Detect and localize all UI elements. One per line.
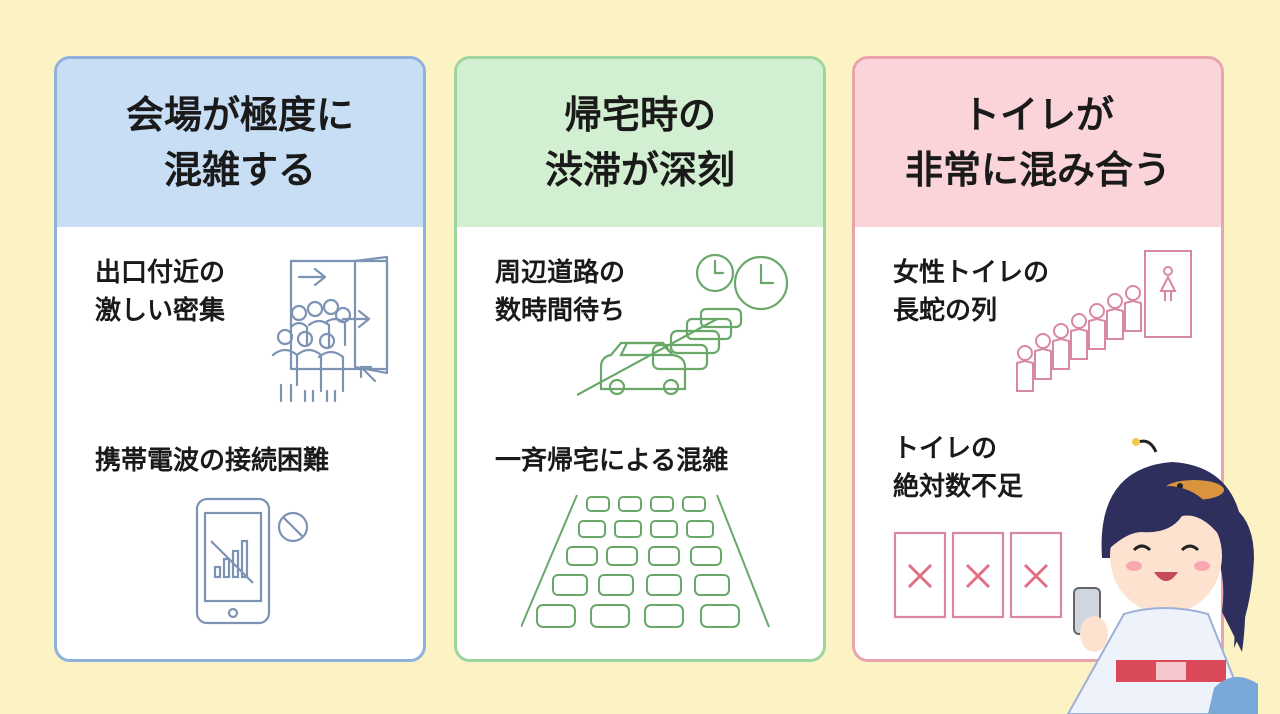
- card-header: 帰宅時の 渋滞が深刻: [457, 59, 823, 227]
- item-exit-crowding: 出口付近の 激しい密集: [95, 255, 225, 330]
- item-line-2: 激しい密集: [95, 295, 226, 326]
- item-line-1: 一斉帰宅による混雑: [495, 446, 729, 476]
- phone-no-signal-icon: [195, 497, 309, 625]
- item-line-1: 携帯電波の接続困難: [95, 446, 330, 476]
- card-title-line-2: 渋滞が深刻: [544, 148, 735, 192]
- crowd-exit-icon: [271, 255, 389, 403]
- item-signal-difficulty: 携帯電波の接続困難: [95, 443, 329, 481]
- item-line-1: 出口付近の: [95, 258, 226, 288]
- item-toilet-shortage: トイレの 絶対数不足: [893, 431, 1023, 506]
- traffic-jam-icon: [521, 494, 770, 628]
- item-line-2: 長蛇の列: [893, 295, 998, 326]
- character-illustration: [1066, 438, 1258, 714]
- toilet-queue-icon: [1016, 250, 1192, 392]
- traffic-clock-icon: [577, 253, 789, 397]
- item-womens-queue: 女性トイレの 長蛇の列: [893, 255, 1049, 330]
- item-line-2: 数時間待ち: [495, 295, 626, 326]
- item-line-1: 女性トイレの: [893, 258, 1050, 288]
- item-road-wait: 周辺道路の 数時間待ち: [495, 255, 625, 330]
- card-title-line-2: 非常に混み合う: [904, 148, 1171, 192]
- card-title-line-2: 混雑する: [163, 148, 316, 192]
- card-title-line-1: 帰宅時の: [563, 92, 716, 137]
- item-line-2: 絶対数不足: [893, 471, 1024, 502]
- card-title-line-1: トイレが: [961, 92, 1114, 137]
- card-traffic: 帰宅時の 渋滞が深刻 周辺道路の 数時間待ち 一斉帰宅による混雑: [454, 56, 826, 662]
- card-venue-crowding: 会場が極度に 混雑する 出口付近の 激しい密集 携帯電波の接続困難: [54, 56, 426, 662]
- toilet-unavailable-icon: [893, 531, 1063, 619]
- item-line-1: トイレの: [893, 434, 998, 464]
- card-title-line-1: 会場が極度に: [125, 92, 354, 137]
- item-line-1: 周辺道路の: [495, 258, 626, 288]
- item-mass-return: 一斉帰宅による混雑: [495, 443, 728, 481]
- card-toilets: トイレが 非常に混み合う 女性トイレの 長蛇の列 トイレの 絶対数不足: [852, 56, 1224, 662]
- card-header: 会場が極度に 混雑する: [57, 59, 423, 227]
- card-header: トイレが 非常に混み合う: [855, 59, 1221, 227]
